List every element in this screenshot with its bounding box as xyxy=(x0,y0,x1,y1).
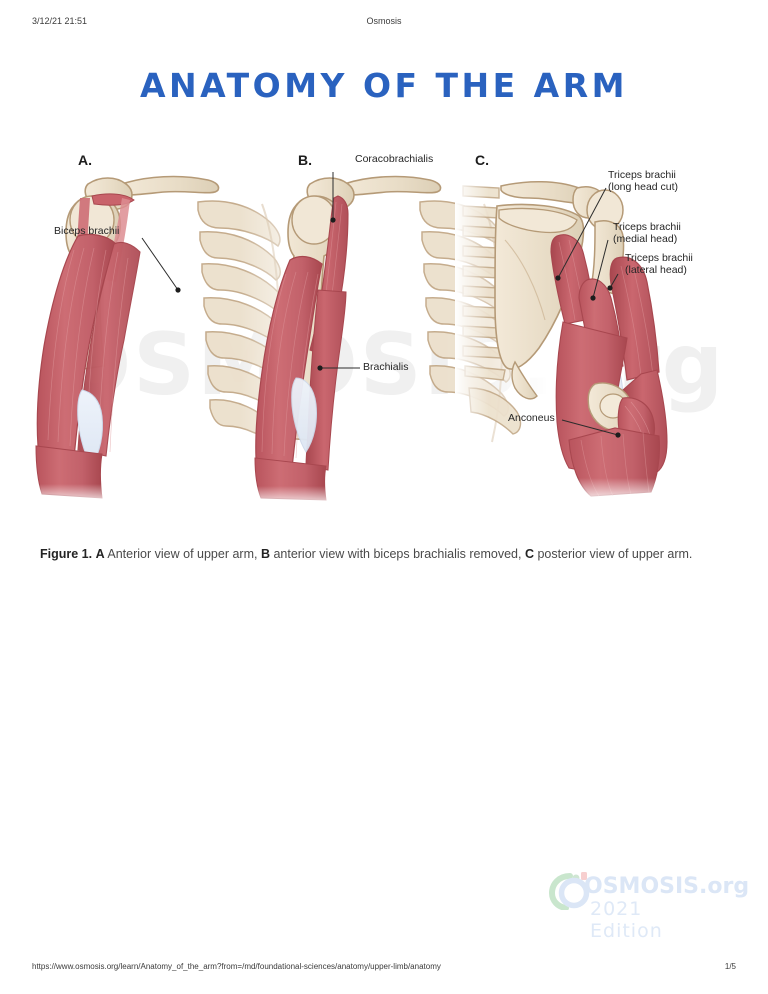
label-triceps-medial-head-1: Triceps brachii xyxy=(613,221,681,233)
page-title: ANATOMY OF THE ARM xyxy=(140,66,628,105)
footer-page-number: 1/5 xyxy=(724,962,736,971)
caption-marker-c: C xyxy=(524,547,534,561)
label-triceps-long-head-2: (long head cut) xyxy=(608,181,679,193)
caption-marker-a: A xyxy=(95,547,105,561)
header-date: 3/12/21 21:51 xyxy=(32,16,88,26)
panel-letter-b: B. xyxy=(298,152,312,168)
page-footer: https://www.osmosis.org/learn/Anatomy_of… xyxy=(0,962,768,976)
caption-figure-number: Figure 1. xyxy=(40,547,93,561)
page-header: 3/12/21 21:51 Osmosis xyxy=(0,16,768,32)
panel-letter-c: C. xyxy=(475,152,489,168)
label-brachialis: Brachialis xyxy=(363,361,409,373)
label-coracobrachialis: Coracobrachialis xyxy=(355,153,434,165)
label-triceps-lateral-head-2: (lateral head) xyxy=(625,264,687,276)
label-triceps-medial-head-2: (medial head) xyxy=(613,233,678,245)
label-triceps-long-head-1: Triceps brachii xyxy=(608,169,676,181)
label-biceps-brachii: Biceps brachii xyxy=(54,225,120,237)
leader-lines xyxy=(141,172,621,438)
anatomy-figure: OSMOSIS.org A. B. C. xyxy=(30,140,740,520)
caption-text-a: Anterior view of upper arm, xyxy=(104,547,261,561)
panel-letter-a: A. xyxy=(78,152,92,168)
osmosis-logo-watermark: OSMOSIS.org 2021 Edition xyxy=(548,868,749,942)
osmosis-logo-edition: 2021 Edition xyxy=(590,898,663,942)
footer-url[interactable]: https://www.osmosis.org/learn/Anatomy_of… xyxy=(32,962,441,971)
label-anconeus: Anconeus xyxy=(508,412,555,424)
caption-text-c: posterior view of upper arm. xyxy=(533,547,693,561)
osmosis-logo-text: OSMOSIS.org xyxy=(584,874,750,899)
figure-caption: Figure 1. A Anterior view of upper arm, … xyxy=(40,545,730,564)
osmosis-logo-mark xyxy=(548,872,590,910)
caption-text-b: anterior view with biceps brachialis rem… xyxy=(269,547,525,561)
panel-c-artwork xyxy=(455,180,668,502)
label-triceps-lateral-head-1: Triceps brachii xyxy=(625,252,693,264)
caption-marker-b: B xyxy=(260,547,270,561)
anatomy-illustration xyxy=(32,172,668,506)
header-site-name: Osmosis xyxy=(366,16,402,26)
